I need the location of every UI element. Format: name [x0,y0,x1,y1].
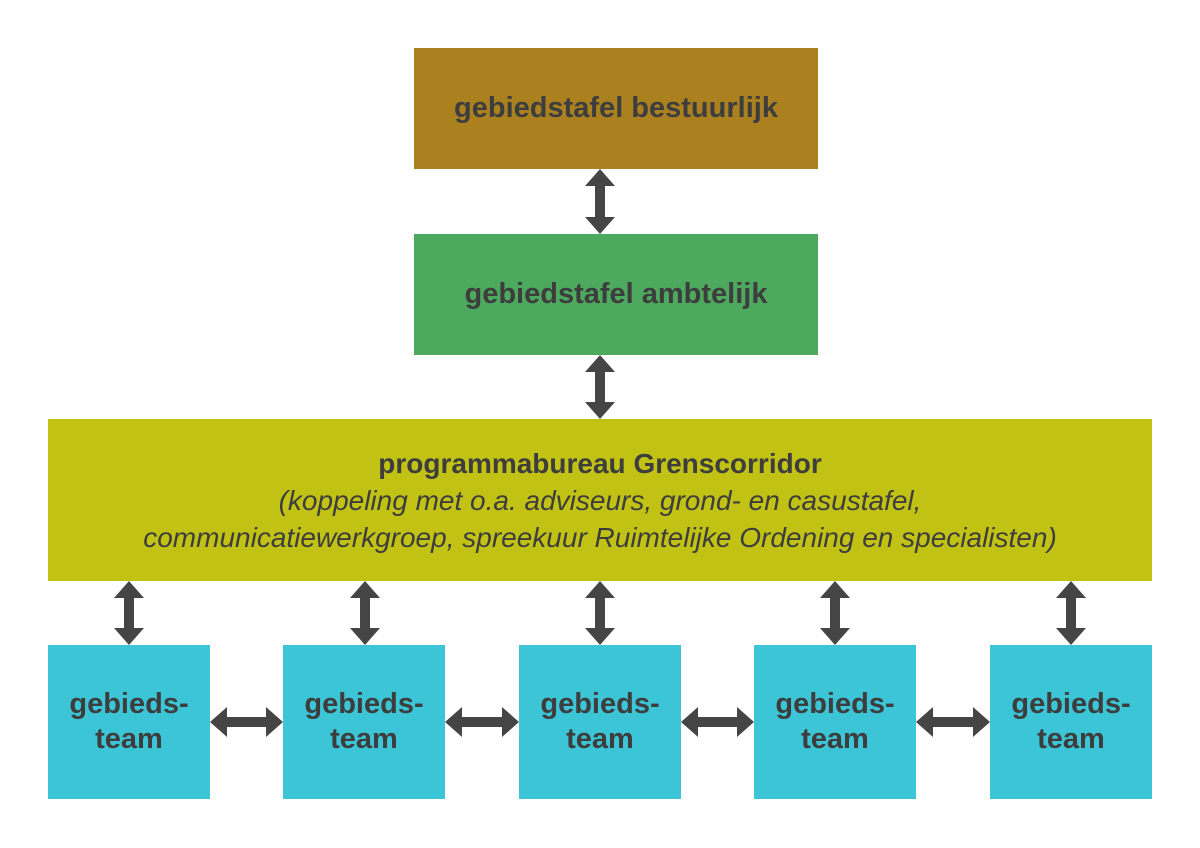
gebiedsteam-label-line2: team [801,723,869,755]
vertical-double-arrow-team-1 [114,581,144,645]
gebiedstafel-ambtelijk-box: gebiedstafel ambtelijk [414,234,818,355]
gebiedsteam-label-line2: team [566,723,634,755]
gebiedsteam-box-2: gebieds- team [283,645,445,799]
programmabureau-box: programmabureau Grenscorridor (koppeling… [48,419,1152,581]
gebiedsteam-label-line1: gebieds- [304,688,424,720]
gebiedsteam-label-line1: gebieds- [540,688,660,720]
vertical-double-arrow-middle [585,355,615,419]
gebiedsteam-box-5: gebieds- team [990,645,1152,799]
horizontal-double-arrow-4-5 [916,707,990,737]
vertical-double-arrow-team-5 [1056,581,1086,645]
gebiedsteam-box-4: gebieds- team [754,645,916,799]
gebiedsteam-box-1: gebieds- team [48,645,210,799]
gebiedsteam-label-line1: gebieds- [775,688,895,720]
horizontal-double-arrow-2-3 [445,707,519,737]
gebiedstafel-bestuurlijk-label: gebiedstafel bestuurlijk [454,92,778,124]
vertical-double-arrow-top [585,169,615,234]
horizontal-double-arrow-3-4 [681,707,754,737]
gebiedsteam-label-line1: gebieds- [69,688,189,720]
gebiedsteam-label-line2: team [330,723,398,755]
gebiedstafel-ambtelijk-label: gebiedstafel ambtelijk [464,278,768,310]
gebiedsteam-box-3: gebieds- team [519,645,681,799]
programmabureau-title: programmabureau Grenscorridor [378,447,822,479]
gebiedsteam-label-line2: team [95,723,163,755]
programmabureau-subtitle-line2: communicatiewerkgroep, spreekuur Ruimtel… [143,521,1057,553]
gebiedstafel-bestuurlijk-box: gebiedstafel bestuurlijk [414,48,818,169]
gebiedsteam-label-line1: gebieds- [1011,688,1131,720]
gebiedsteam-label-line2: team [1037,723,1105,755]
horizontal-double-arrow-1-2 [210,707,283,737]
vertical-double-arrow-team-2 [350,581,380,645]
vertical-double-arrow-team-4 [820,581,850,645]
programmabureau-subtitle-line1: (koppeling met o.a. adviseurs, grond- en… [278,484,922,516]
vertical-double-arrow-team-3 [585,581,615,645]
